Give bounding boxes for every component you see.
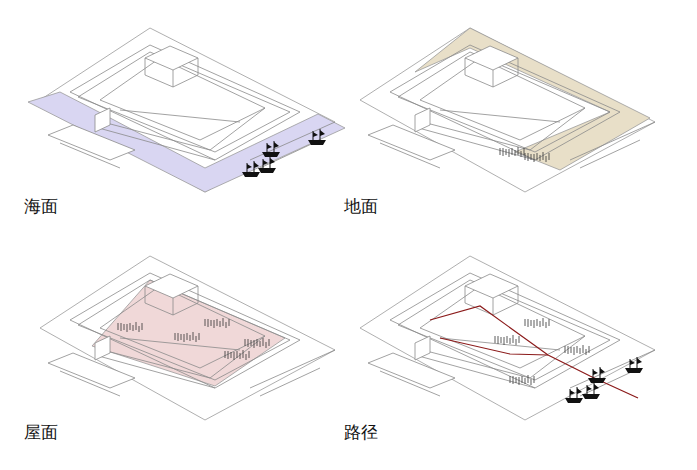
sea-panel — [28, 28, 345, 192]
ground-panel — [360, 28, 655, 192]
panel-label: 路径 — [342, 422, 380, 442]
panel-label: 屋面 — [22, 422, 60, 442]
roof-panel — [40, 256, 335, 420]
panel-label: 地面 — [342, 196, 380, 216]
panel-label: 海面 — [22, 196, 60, 216]
path-panel — [360, 256, 655, 420]
